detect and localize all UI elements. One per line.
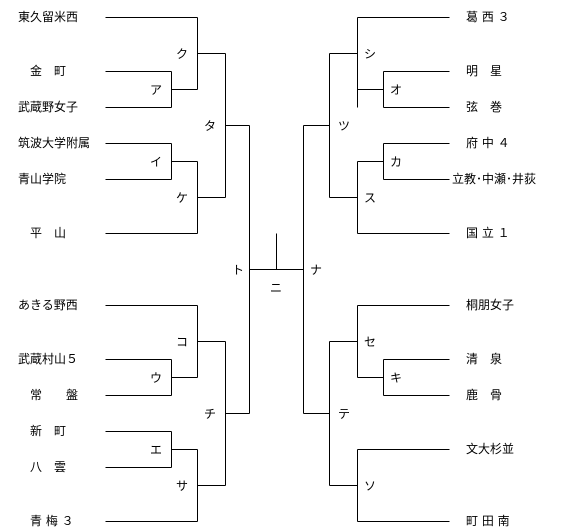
right-team-11: 町 田 南 [466,514,510,528]
node-te: テ [338,407,351,421]
node-na: ナ [310,263,323,277]
left-team-11: 八 雲 [30,460,67,474]
node-ka: カ [390,155,403,169]
node-ku: ク [176,47,189,61]
left-team-4: 筑波大学附属 [18,136,91,150]
left-team-10: 新 町 [30,424,67,438]
right-team-9: 鹿 骨 [466,388,503,402]
left-team-2: 金 町 [30,64,67,78]
node-i: イ [150,155,163,169]
right-team-3: 弦 巻 [466,100,503,114]
node-to: ト [232,263,245,277]
right-team-8: 清 泉 [466,352,503,366]
left-team-8: 武蔵村山５ [18,352,79,366]
left-team-9: 常 盤 [30,388,79,402]
right-team-10: 文大杉並 [466,442,515,456]
right-team-4: 府 中 ４ [466,136,510,150]
left-team-3: 武蔵野女子 [18,100,79,114]
node-se: セ [364,335,377,349]
node-so: ソ [364,479,377,493]
node-tsu: ツ [338,119,351,133]
node-shi: シ [364,47,377,61]
left-team-6: 平 山 [30,226,67,240]
left-team-1: 東久留米西 [18,10,79,24]
node-ni: ニ [270,281,283,295]
node-ko: コ [176,335,189,349]
left-team-7: あきる野西 [18,298,78,312]
node-ke: ケ [176,191,189,205]
node-su: ス [364,191,377,205]
left-team-5: 青山学院 [18,172,67,186]
node-chi: チ [204,407,217,421]
right-team-2: 明 星 [466,64,503,78]
right-team-7: 桐朋女子 [466,298,515,312]
right-team-5: 立教･中瀬･井荻 [452,172,537,186]
node-o: オ [390,83,403,97]
node-u: ウ [150,371,163,385]
right-team-6: 国 立 １ [466,226,510,240]
left-team-12: 青 梅 ３ [30,514,74,528]
node-ki: キ [390,371,403,385]
node-a: ア [150,83,163,97]
right-team-1: 葛 西 ３ [466,10,510,24]
node-ta: タ [204,119,217,133]
node-e: エ [150,443,163,457]
node-sa: サ [176,479,189,493]
